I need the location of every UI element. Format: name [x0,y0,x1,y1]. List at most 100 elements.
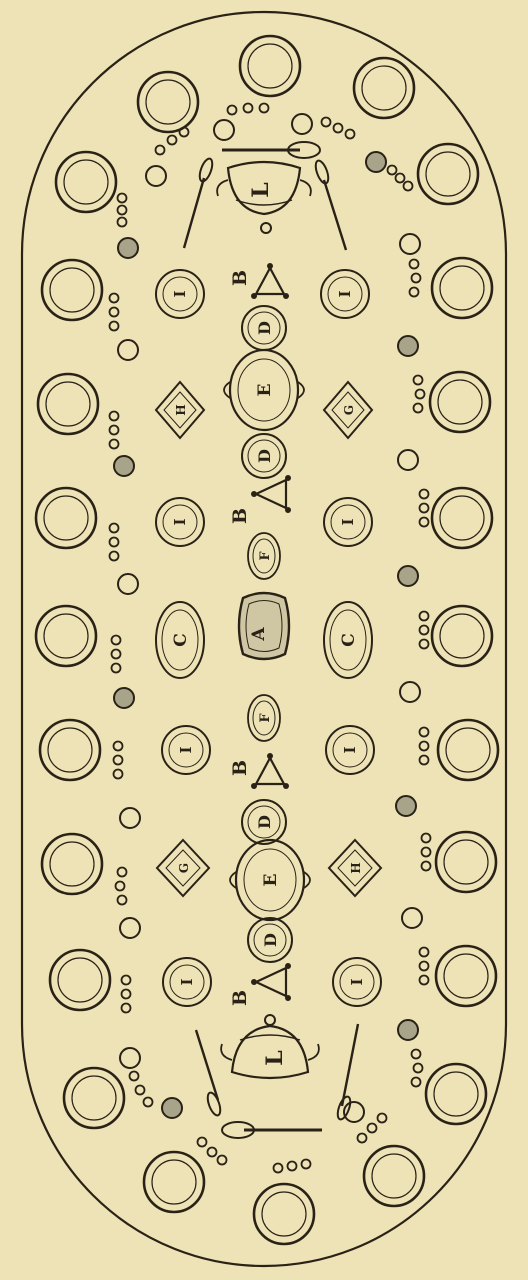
glass [108,410,120,422]
glass-cluster [408,258,422,298]
small-plate: I [332,957,382,1007]
plate-rim [142,1150,206,1214]
plate-rim [34,604,98,668]
plate-well [49,841,95,887]
glass-cluster [418,726,430,766]
glass [116,192,128,204]
plate-rim [62,1066,126,1130]
glass-cluster [272,1158,312,1174]
glass [412,402,424,414]
plate-rim [238,34,302,98]
glass-cluster [320,116,356,140]
bread-roll [397,449,419,471]
glass-cluster [120,974,132,1014]
glass [166,134,178,146]
glass [108,292,120,304]
plate-well [361,65,407,111]
glass [114,880,126,892]
plate-well [49,267,95,313]
plate-well [371,1153,417,1199]
plate-well [43,613,89,659]
glass-cluster [128,1070,154,1108]
glass [128,1070,140,1082]
glass [418,516,430,528]
plate-rim [430,486,494,550]
plate-rim [48,948,112,1012]
bread-rolls [113,113,423,1123]
plate-well [247,43,293,89]
bread-roll [397,335,419,357]
bread-roll [397,565,419,587]
plate-d: D [241,433,287,479]
glass-cluster [226,102,270,116]
glass [420,832,432,844]
plate-rim [416,142,480,206]
bread-roll [399,681,421,703]
plate-rim [252,1182,316,1246]
glass-cluster [418,610,430,650]
oval-dish-label: C [171,633,191,647]
small-plate: I [323,497,373,547]
plate-well [443,953,489,999]
glass-cluster [114,866,128,906]
plate-d: D [247,917,293,963]
glass [344,128,356,140]
plate-well [45,381,91,427]
diamond-dish-label: G [342,405,356,415]
dinner-plate [136,70,200,134]
dinner-plates [34,34,500,1246]
plate-rim [40,832,104,896]
small-plate-label: I [171,290,189,297]
plate-d-label: D [255,815,274,829]
bread-roll [365,151,387,173]
plate-d-label: D [261,933,280,947]
glass [108,536,120,548]
glass [134,1084,146,1096]
bread-roll [119,807,141,829]
glass [110,634,122,646]
plate-well [445,727,491,773]
glass [418,974,430,986]
dinner-plate [430,604,494,668]
glass [286,1160,298,1172]
glass [120,974,132,986]
glass [120,988,132,1000]
plate-d-label: D [255,449,274,463]
centerpiece: A [237,591,291,661]
oval-dish-right: C [323,601,373,679]
plate-rim [54,150,118,214]
bread-roll [117,339,139,361]
glass-cluster [154,126,190,156]
small-plate: I [155,497,205,547]
carving-knives [182,157,360,1121]
dinner-plate [54,150,118,214]
glass [410,272,422,284]
glass [410,1048,422,1060]
glass [356,1132,368,1144]
bread-roll [343,1101,365,1123]
glass [332,122,344,134]
dinner-plate [416,142,480,206]
bread-roll [161,1097,183,1119]
cruet-stand: B [229,753,289,789]
tureen-label: L [248,182,274,197]
glass [142,1096,154,1108]
bread-roll [117,573,139,595]
diamond-dish-label: H [174,404,188,415]
plate-rim [40,258,104,322]
entree-dish-label: E [261,873,281,886]
bread-roll [399,233,421,255]
glass [418,610,430,622]
entree-dish-label: E [255,383,275,396]
glass-cluster [418,946,430,986]
bread-roll [113,455,135,477]
entree-dish-top: E [223,348,305,432]
plate-well [437,379,483,425]
dinner-plate [40,258,104,322]
glass [178,126,190,138]
dinner-plate [362,1144,426,1208]
plate-rim [434,944,498,1008]
plate-well [261,1191,307,1237]
glass [402,180,414,192]
